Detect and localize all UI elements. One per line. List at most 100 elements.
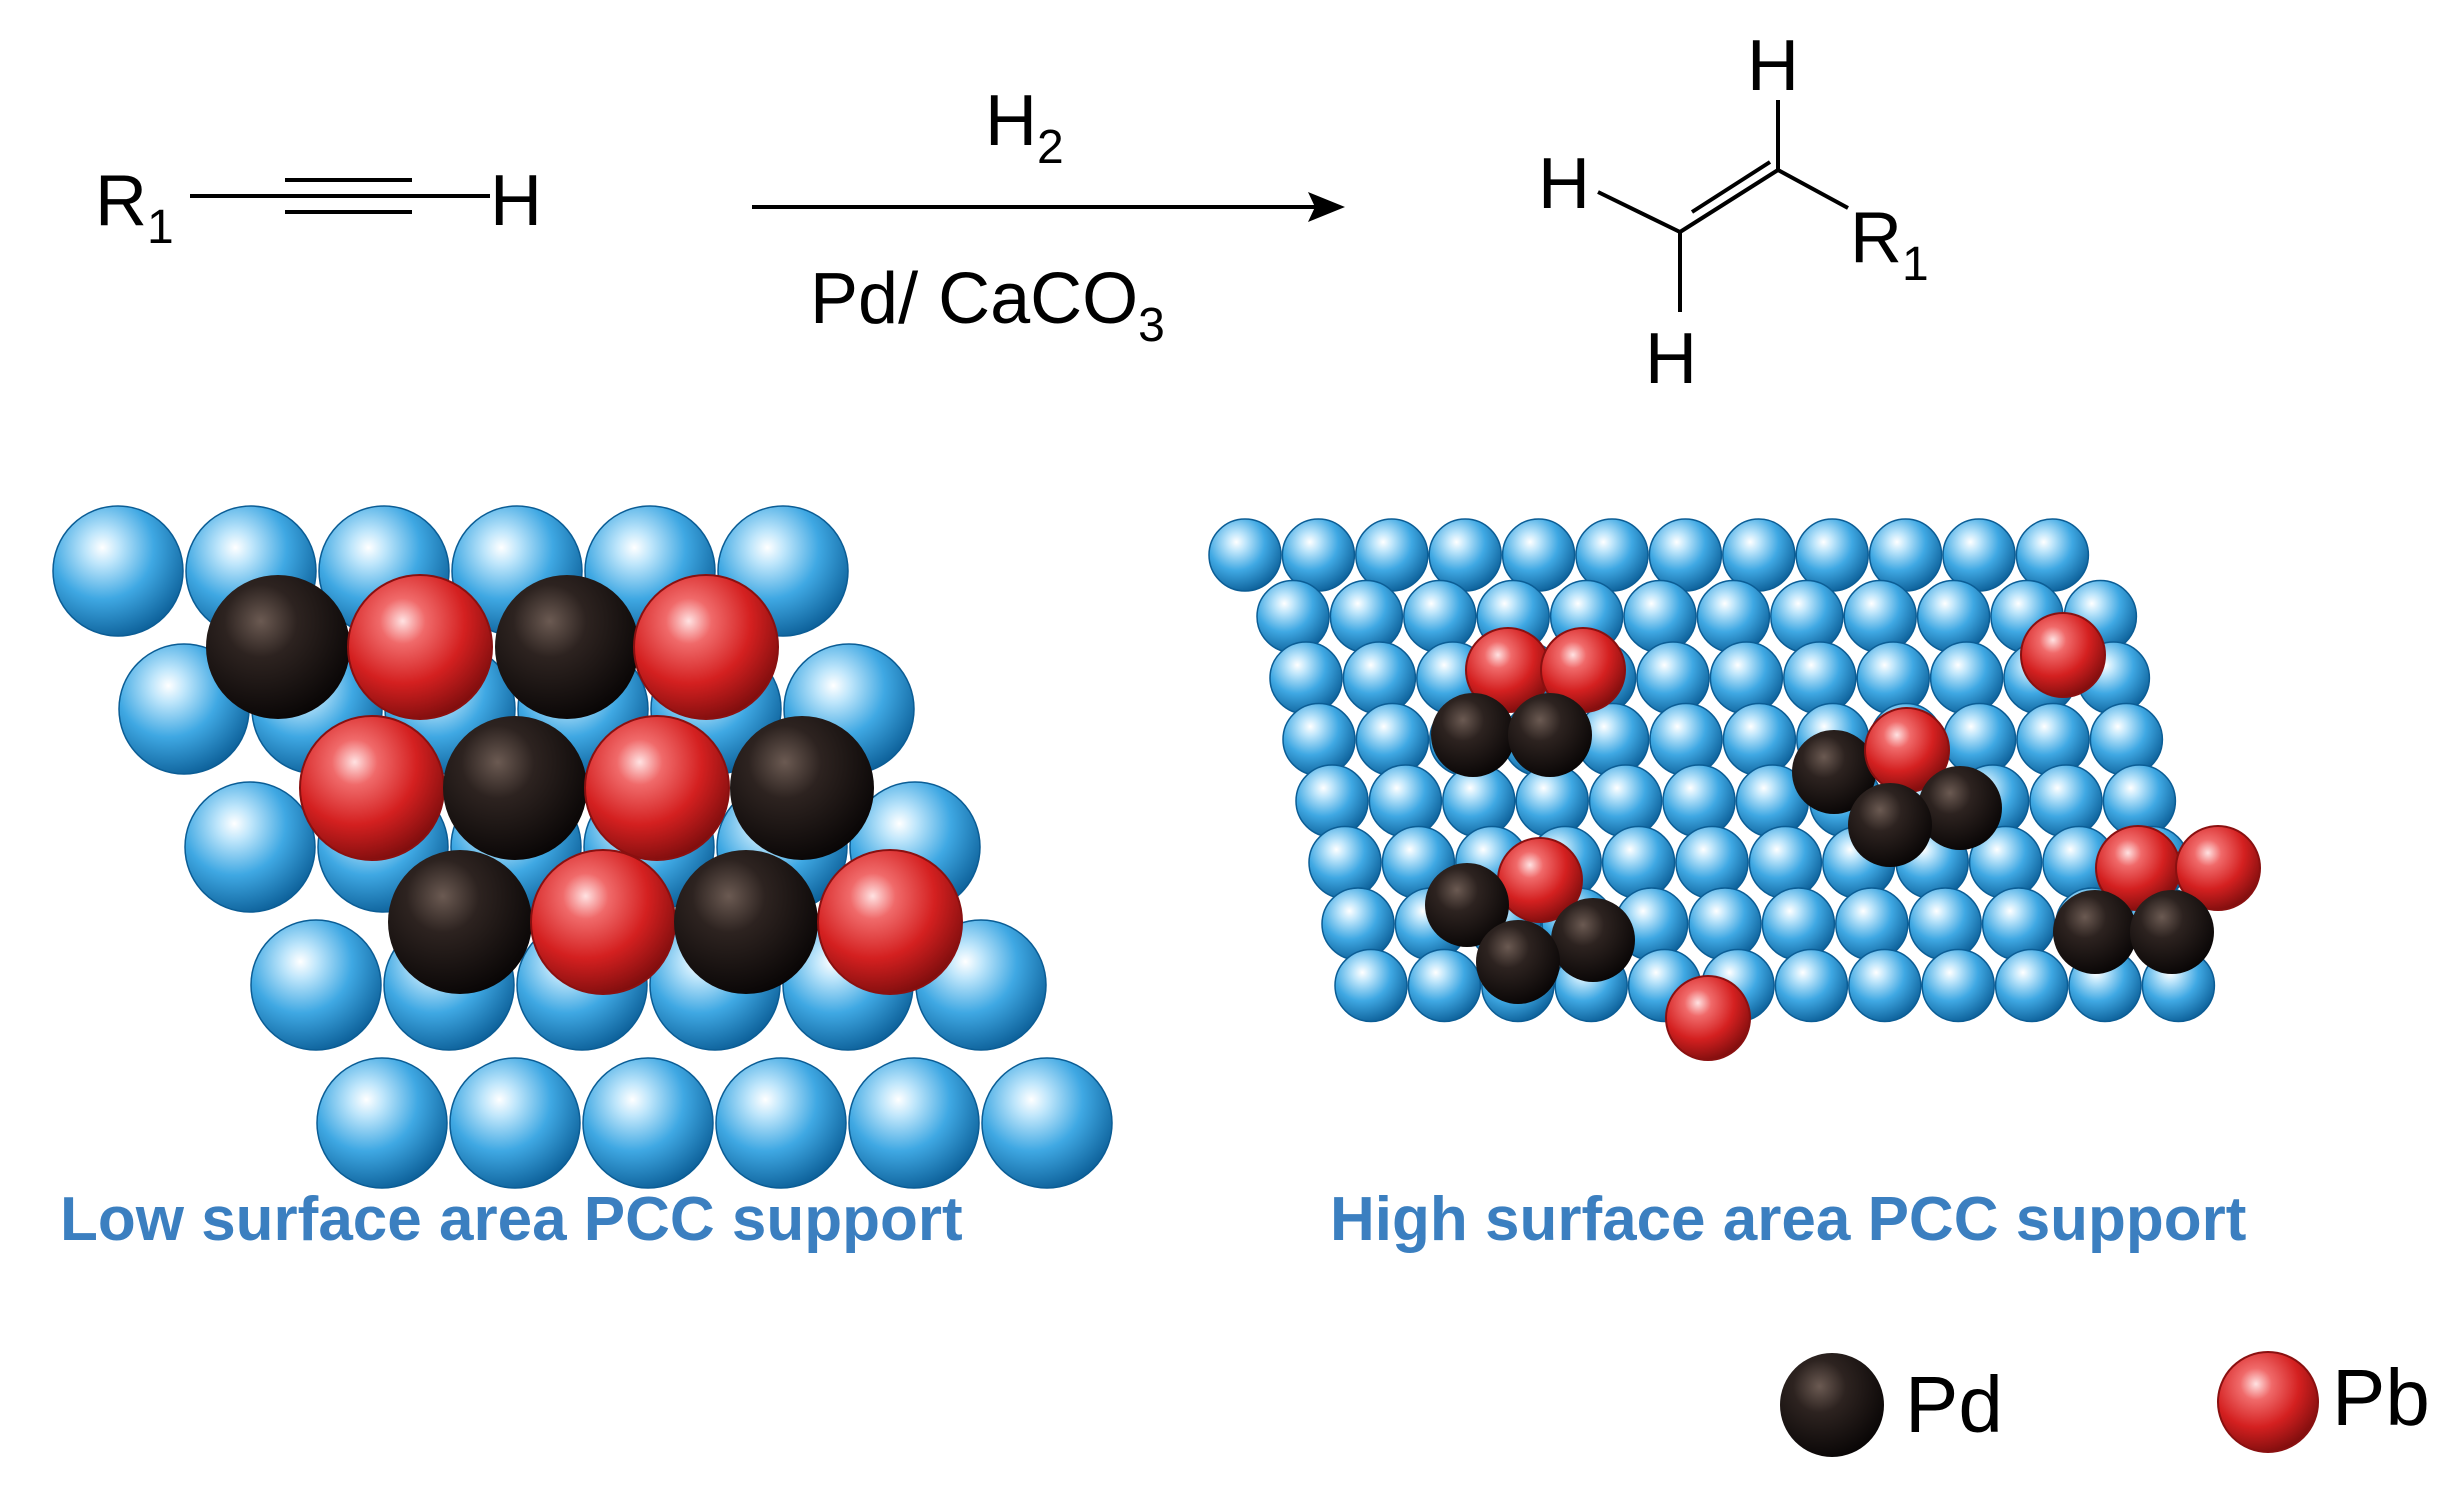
support-particle bbox=[1601, 825, 1676, 900]
support-particle bbox=[1623, 579, 1697, 654]
support-particle bbox=[1761, 887, 1836, 961]
support-particle bbox=[1329, 579, 1404, 654]
support-particle bbox=[2016, 702, 2090, 777]
support-particle bbox=[1722, 702, 1797, 777]
pd-atom bbox=[1476, 920, 1560, 1004]
support-particle bbox=[1916, 579, 1991, 654]
pd-atom bbox=[1551, 898, 1635, 982]
reaction-arrow: H2 Pd/ CaCO3 bbox=[752, 81, 1345, 352]
low-surface-area-label: Low surface area PCC support bbox=[60, 1185, 963, 1254]
support-particle bbox=[1835, 887, 1909, 961]
pd-atom bbox=[674, 850, 818, 994]
pb-atom bbox=[530, 849, 676, 995]
product-h-bottom: H bbox=[1645, 319, 1697, 399]
support-particle bbox=[1908, 887, 1982, 961]
pd-atom bbox=[1792, 730, 1876, 814]
support-particle bbox=[981, 1057, 1113, 1189]
pb-atom bbox=[299, 715, 445, 861]
pd-atom bbox=[1508, 693, 1592, 777]
support-particle bbox=[1921, 948, 1995, 1023]
high-surface-area-label: High surface area PCC support bbox=[1330, 1185, 2246, 1254]
pd-atom bbox=[1431, 693, 1515, 777]
pd-legend-label: Pd bbox=[1905, 1360, 2003, 1449]
product-alkene: H H H R1 bbox=[1538, 26, 1929, 399]
support-particle bbox=[582, 1057, 714, 1189]
support-particle bbox=[1774, 948, 1849, 1023]
support-particle bbox=[1994, 948, 2069, 1023]
pb-atom bbox=[633, 574, 779, 720]
support-particle bbox=[1355, 702, 1430, 777]
pb-atom bbox=[584, 715, 730, 861]
alkene-double-bond bbox=[1678, 168, 1780, 234]
support-particle bbox=[52, 505, 184, 637]
pd-atom bbox=[388, 850, 532, 994]
support-particle bbox=[1770, 579, 1844, 654]
support-particle bbox=[1269, 641, 1343, 715]
alkene-bond-line bbox=[1597, 190, 1681, 234]
support-particle bbox=[184, 781, 316, 913]
support-particle bbox=[2089, 702, 2164, 777]
support-particle bbox=[1649, 702, 1723, 777]
support-particle bbox=[1688, 887, 1762, 961]
reactant-r-label: R1 bbox=[95, 161, 174, 254]
support-particle bbox=[1942, 702, 2017, 777]
pd-atom bbox=[495, 575, 639, 719]
pd-atom bbox=[2053, 890, 2137, 974]
pd-atom bbox=[1425, 863, 1509, 947]
pd-atom bbox=[206, 575, 350, 719]
support-particle bbox=[1334, 948, 1408, 1023]
pb-atom bbox=[347, 574, 493, 720]
support-particle bbox=[1848, 948, 1922, 1023]
pb-atom bbox=[1665, 975, 1751, 1061]
support-particle bbox=[1709, 641, 1784, 715]
support-particle bbox=[1675, 825, 1749, 900]
support-particle bbox=[316, 1057, 448, 1189]
support-particle bbox=[1981, 887, 2056, 961]
support-particle bbox=[1783, 641, 1857, 715]
pd-atom bbox=[1918, 766, 2002, 850]
alkene-double-bond bbox=[1690, 160, 1772, 214]
pd-atom bbox=[443, 716, 587, 860]
catalyst-label: Pd/ CaCO3 bbox=[810, 259, 1165, 352]
product-r-label: R1 bbox=[1850, 198, 1929, 291]
support-particle bbox=[250, 919, 382, 1051]
support-particle bbox=[1256, 579, 1330, 654]
legend: Pd Pb bbox=[1780, 1351, 2430, 1457]
support-particle bbox=[1748, 825, 1823, 900]
support-particle bbox=[1662, 764, 1736, 838]
support-particle bbox=[1368, 764, 1443, 838]
product-h-top: H bbox=[1747, 26, 1799, 106]
pb-legend-label: Pb bbox=[2332, 1353, 2430, 1442]
support-particle bbox=[1696, 579, 1771, 654]
pb-atom bbox=[2175, 825, 2261, 911]
support-particle bbox=[715, 1057, 847, 1189]
pd-atom bbox=[2130, 890, 2214, 974]
reagent-h2: H2 bbox=[985, 81, 1064, 174]
support-particle bbox=[1321, 887, 1395, 961]
support-particle bbox=[1407, 948, 1482, 1023]
pb-atom bbox=[817, 849, 963, 995]
low-surface-area-support bbox=[52, 505, 1113, 1189]
support-particle bbox=[1636, 641, 1710, 715]
arrow-head bbox=[1308, 192, 1345, 222]
support-particle bbox=[449, 1057, 581, 1189]
reactant-terminal-alkyne: R1 H bbox=[95, 161, 542, 254]
pd-atom bbox=[1848, 783, 1932, 867]
support-particle bbox=[1403, 579, 1477, 654]
product-h-left: H bbox=[1538, 144, 1590, 224]
pb-legend-icon bbox=[2217, 1351, 2319, 1453]
support-particle bbox=[1843, 579, 1917, 654]
high-surface-area-support bbox=[1208, 518, 2261, 1061]
support-particle bbox=[1588, 764, 1663, 838]
support-particle bbox=[2029, 764, 2103, 838]
alkene-bond-line bbox=[1777, 168, 1849, 210]
support-particle bbox=[1856, 641, 1930, 715]
support-particle bbox=[1308, 825, 1382, 900]
support-particle bbox=[1295, 764, 1369, 838]
support-particle bbox=[1342, 641, 1417, 715]
support-particle bbox=[1282, 702, 1356, 777]
reactant-h-label: H bbox=[490, 161, 542, 241]
pd-atom bbox=[730, 716, 874, 860]
